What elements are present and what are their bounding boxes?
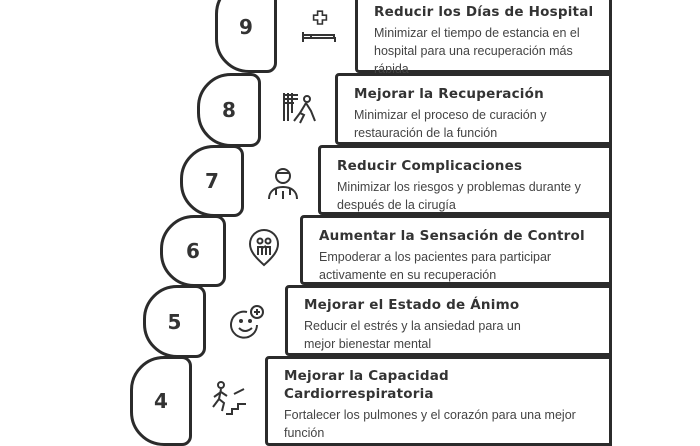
step-description: Fortalecer los pulmones y el corazón par… [284, 408, 576, 440]
step-card: Mejorar la Recuperación Minimizar el pro… [335, 73, 612, 145]
step-8: 8 Mejorar la Recuperación Minimizar el p… [0, 73, 700, 147]
step-9: 9 Reducir los Días de Hospital Minimizar… [0, 0, 700, 76]
doctor-icon [268, 168, 298, 200]
step-description: Minimizar el proceso de curación y resta… [354, 108, 547, 140]
step-number-badge: 6 [160, 215, 226, 287]
step-5: 5 Mejorar el Estado de Ánimo Reducir el … [0, 285, 700, 358]
step-description: Minimizar el tiempo de estancia en el ho… [374, 26, 580, 76]
step-description: Empoderar a los pacientes para participa… [319, 250, 552, 282]
step-card: Mejorar la Capacidad Cardiorrespiratoria… [265, 356, 612, 446]
step-card: Mejorar el Estado de Ánimo Reducir el es… [285, 285, 612, 356]
step-card: Reducir Complicaciones Minimizar los rie… [318, 145, 612, 215]
step-6: 6 Aumentar la Sensación de Control Empod… [0, 215, 700, 287]
step-number-badge: 7 [180, 145, 244, 217]
stairs-climbing-icon [212, 381, 246, 415]
patient-control-icon [248, 229, 280, 267]
step-number-badge: 4 [130, 356, 192, 446]
step-description: Minimizar los riesgos y problemas durant… [337, 180, 581, 212]
step-number-badge: 5 [143, 285, 206, 358]
step-4: 4 Mejorar la Capacidad Cardiorrespirator… [0, 356, 700, 446]
step-number-badge: 8 [197, 73, 261, 147]
step-7: 7 Reducir Complicaciones Minimizar los r… [0, 145, 700, 217]
smiley-plus-icon [230, 305, 264, 339]
step-card: Reducir los Días de Hospital Minimizar e… [355, 0, 612, 76]
step-title: Mejorar la Capacidad Cardiorrespiratoria [284, 368, 449, 402]
step-title: Reducir Complicaciones [337, 158, 523, 174]
hospital-bed-icon [302, 10, 336, 42]
recovery-walking-icon [283, 93, 316, 124]
step-title: Reducir los Días de Hospital [374, 4, 594, 20]
step-description: Reducir el estrés y la ansiedad para un … [304, 319, 521, 351]
step-title: Mejorar el Estado de Ánimo [304, 297, 520, 313]
step-title: Aumentar la Sensación de Control [319, 228, 585, 244]
step-title: Mejorar la Recuperación [354, 86, 544, 102]
step-number-badge: 9 [215, 0, 277, 73]
step-card: Aumentar la Sensación de Control Empoder… [300, 215, 612, 285]
